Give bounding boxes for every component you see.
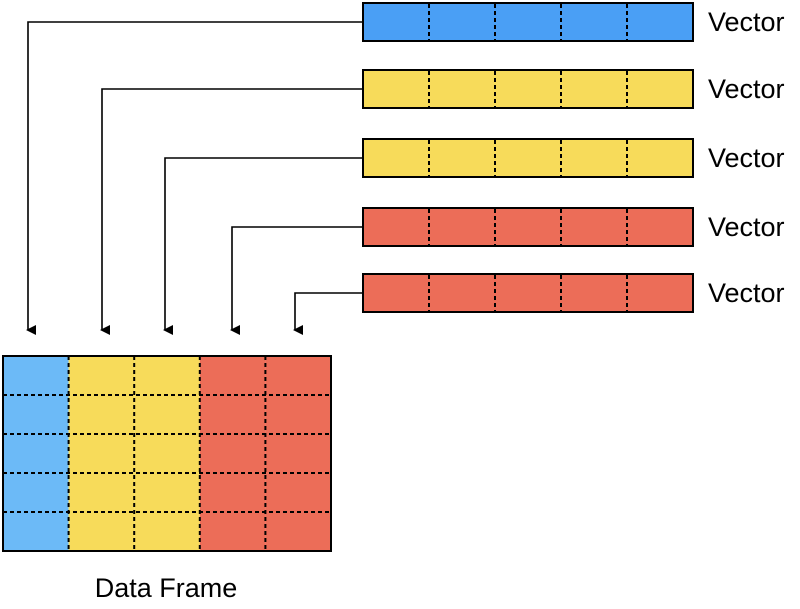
vector-label: Vector [708, 7, 785, 37]
data-frame-column [68, 356, 135, 551]
vector-bar [362, 2, 694, 42]
connectors-group [26, 21, 363, 335]
connector-arrow [293, 292, 363, 335]
data-frame-column [199, 356, 266, 551]
connector-arrow [230, 226, 363, 335]
data-frame-column [134, 356, 200, 551]
vector-label: Vector [708, 143, 785, 173]
vector-2: Vector [362, 69, 785, 109]
data-frame [2, 355, 332, 552]
vector-5: Vector [362, 273, 785, 313]
connector-arrow [163, 157, 363, 335]
vector-label: Vector [708, 74, 785, 104]
vector-bar [362, 138, 694, 178]
data-frame-label: Data Frame [95, 573, 238, 603]
vector-bar [362, 69, 694, 109]
connector-arrow [26, 21, 363, 335]
vector-label: Vector [708, 212, 785, 242]
vector-4: Vector [362, 207, 785, 247]
data-frame-column [3, 356, 69, 551]
vector-3: Vector [362, 138, 785, 178]
data-frame-border [2, 355, 332, 552]
vector-1: Vector [362, 2, 785, 42]
vector-bar [362, 207, 694, 247]
connector-arrow [100, 88, 363, 335]
vector-label: Vector [708, 278, 785, 308]
data-frame-column [265, 356, 331, 551]
vector-bar [362, 273, 694, 313]
